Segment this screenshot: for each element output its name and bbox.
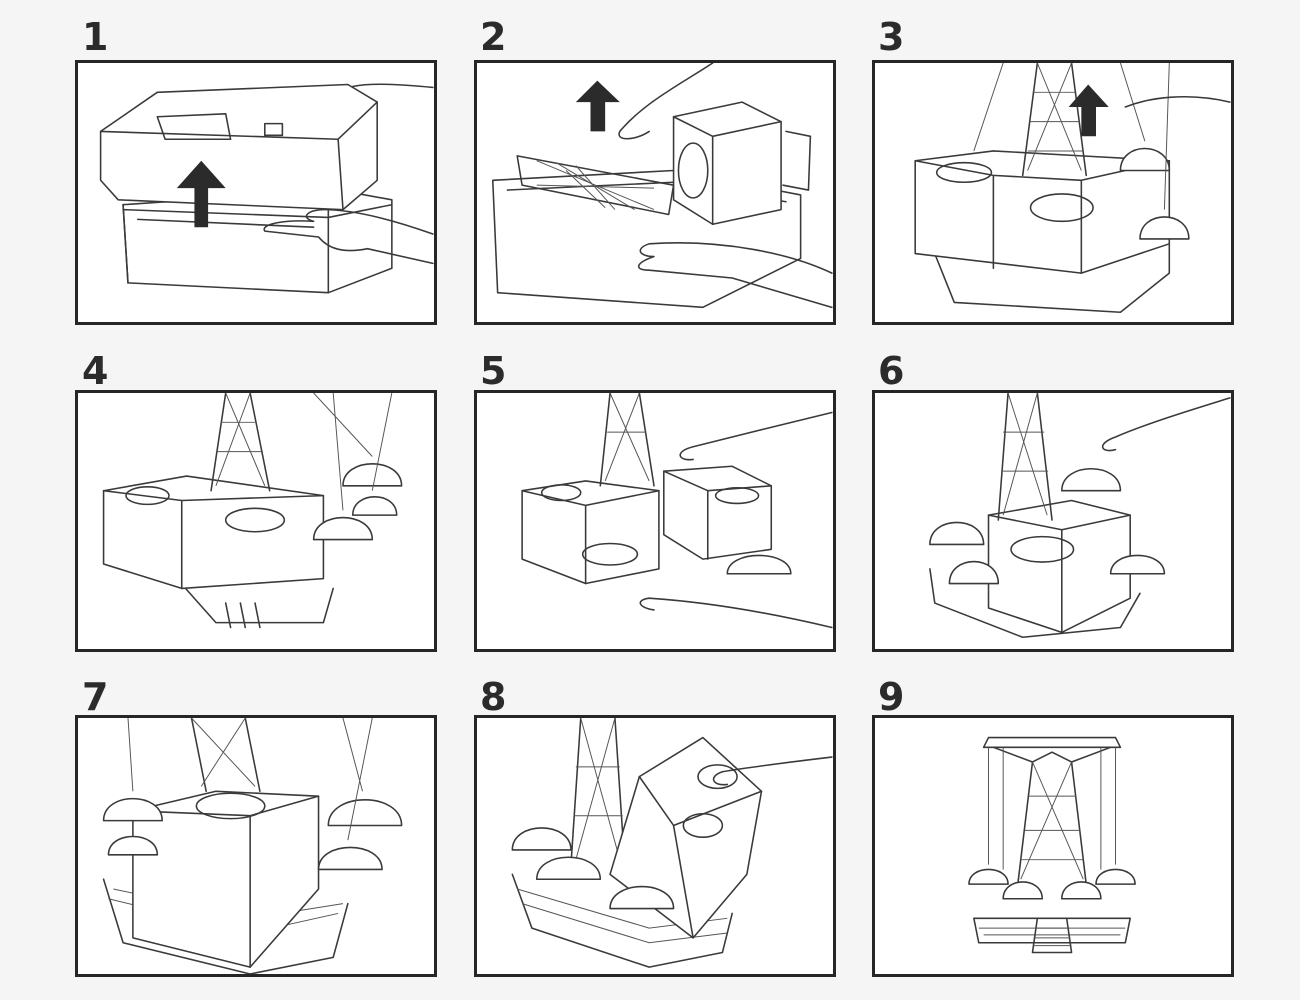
step-number-9: 9 [878,675,905,719]
assembled-swing-ride-illustration [968,736,1136,954]
step-panel-2 [474,60,836,325]
lift-out-parts-illustration [491,63,833,309]
step-panel-3 [872,60,1234,325]
step-number-3: 3 [878,15,905,59]
remove-packing-block-illustration [521,393,833,629]
step-panel-9 [872,715,1234,977]
step-number-7: 7 [82,675,109,719]
step-number-1: 1 [82,15,109,59]
step-number-8: 8 [480,675,507,719]
step-panel-4 [75,390,437,652]
lift-box-lid-illustration [99,83,434,294]
hang-swing-chairs-illustration [929,393,1231,639]
step-number-2: 2 [480,15,507,59]
step-panel-6 [872,390,1234,652]
step-number-4: 4 [82,349,109,393]
remove-last-block-illustration [511,718,833,968]
step-panel-5 [474,390,836,652]
step-panel-1 [75,60,437,325]
swing-chairs-attached-illustration [102,718,403,974]
tower-with-chairs-illustration [102,393,403,629]
step-number-6: 6 [878,349,905,393]
step-panel-8 [474,715,836,977]
step-number-5: 5 [480,349,507,393]
step-panel-7 [75,715,437,977]
lift-tower-illustration [914,63,1231,314]
